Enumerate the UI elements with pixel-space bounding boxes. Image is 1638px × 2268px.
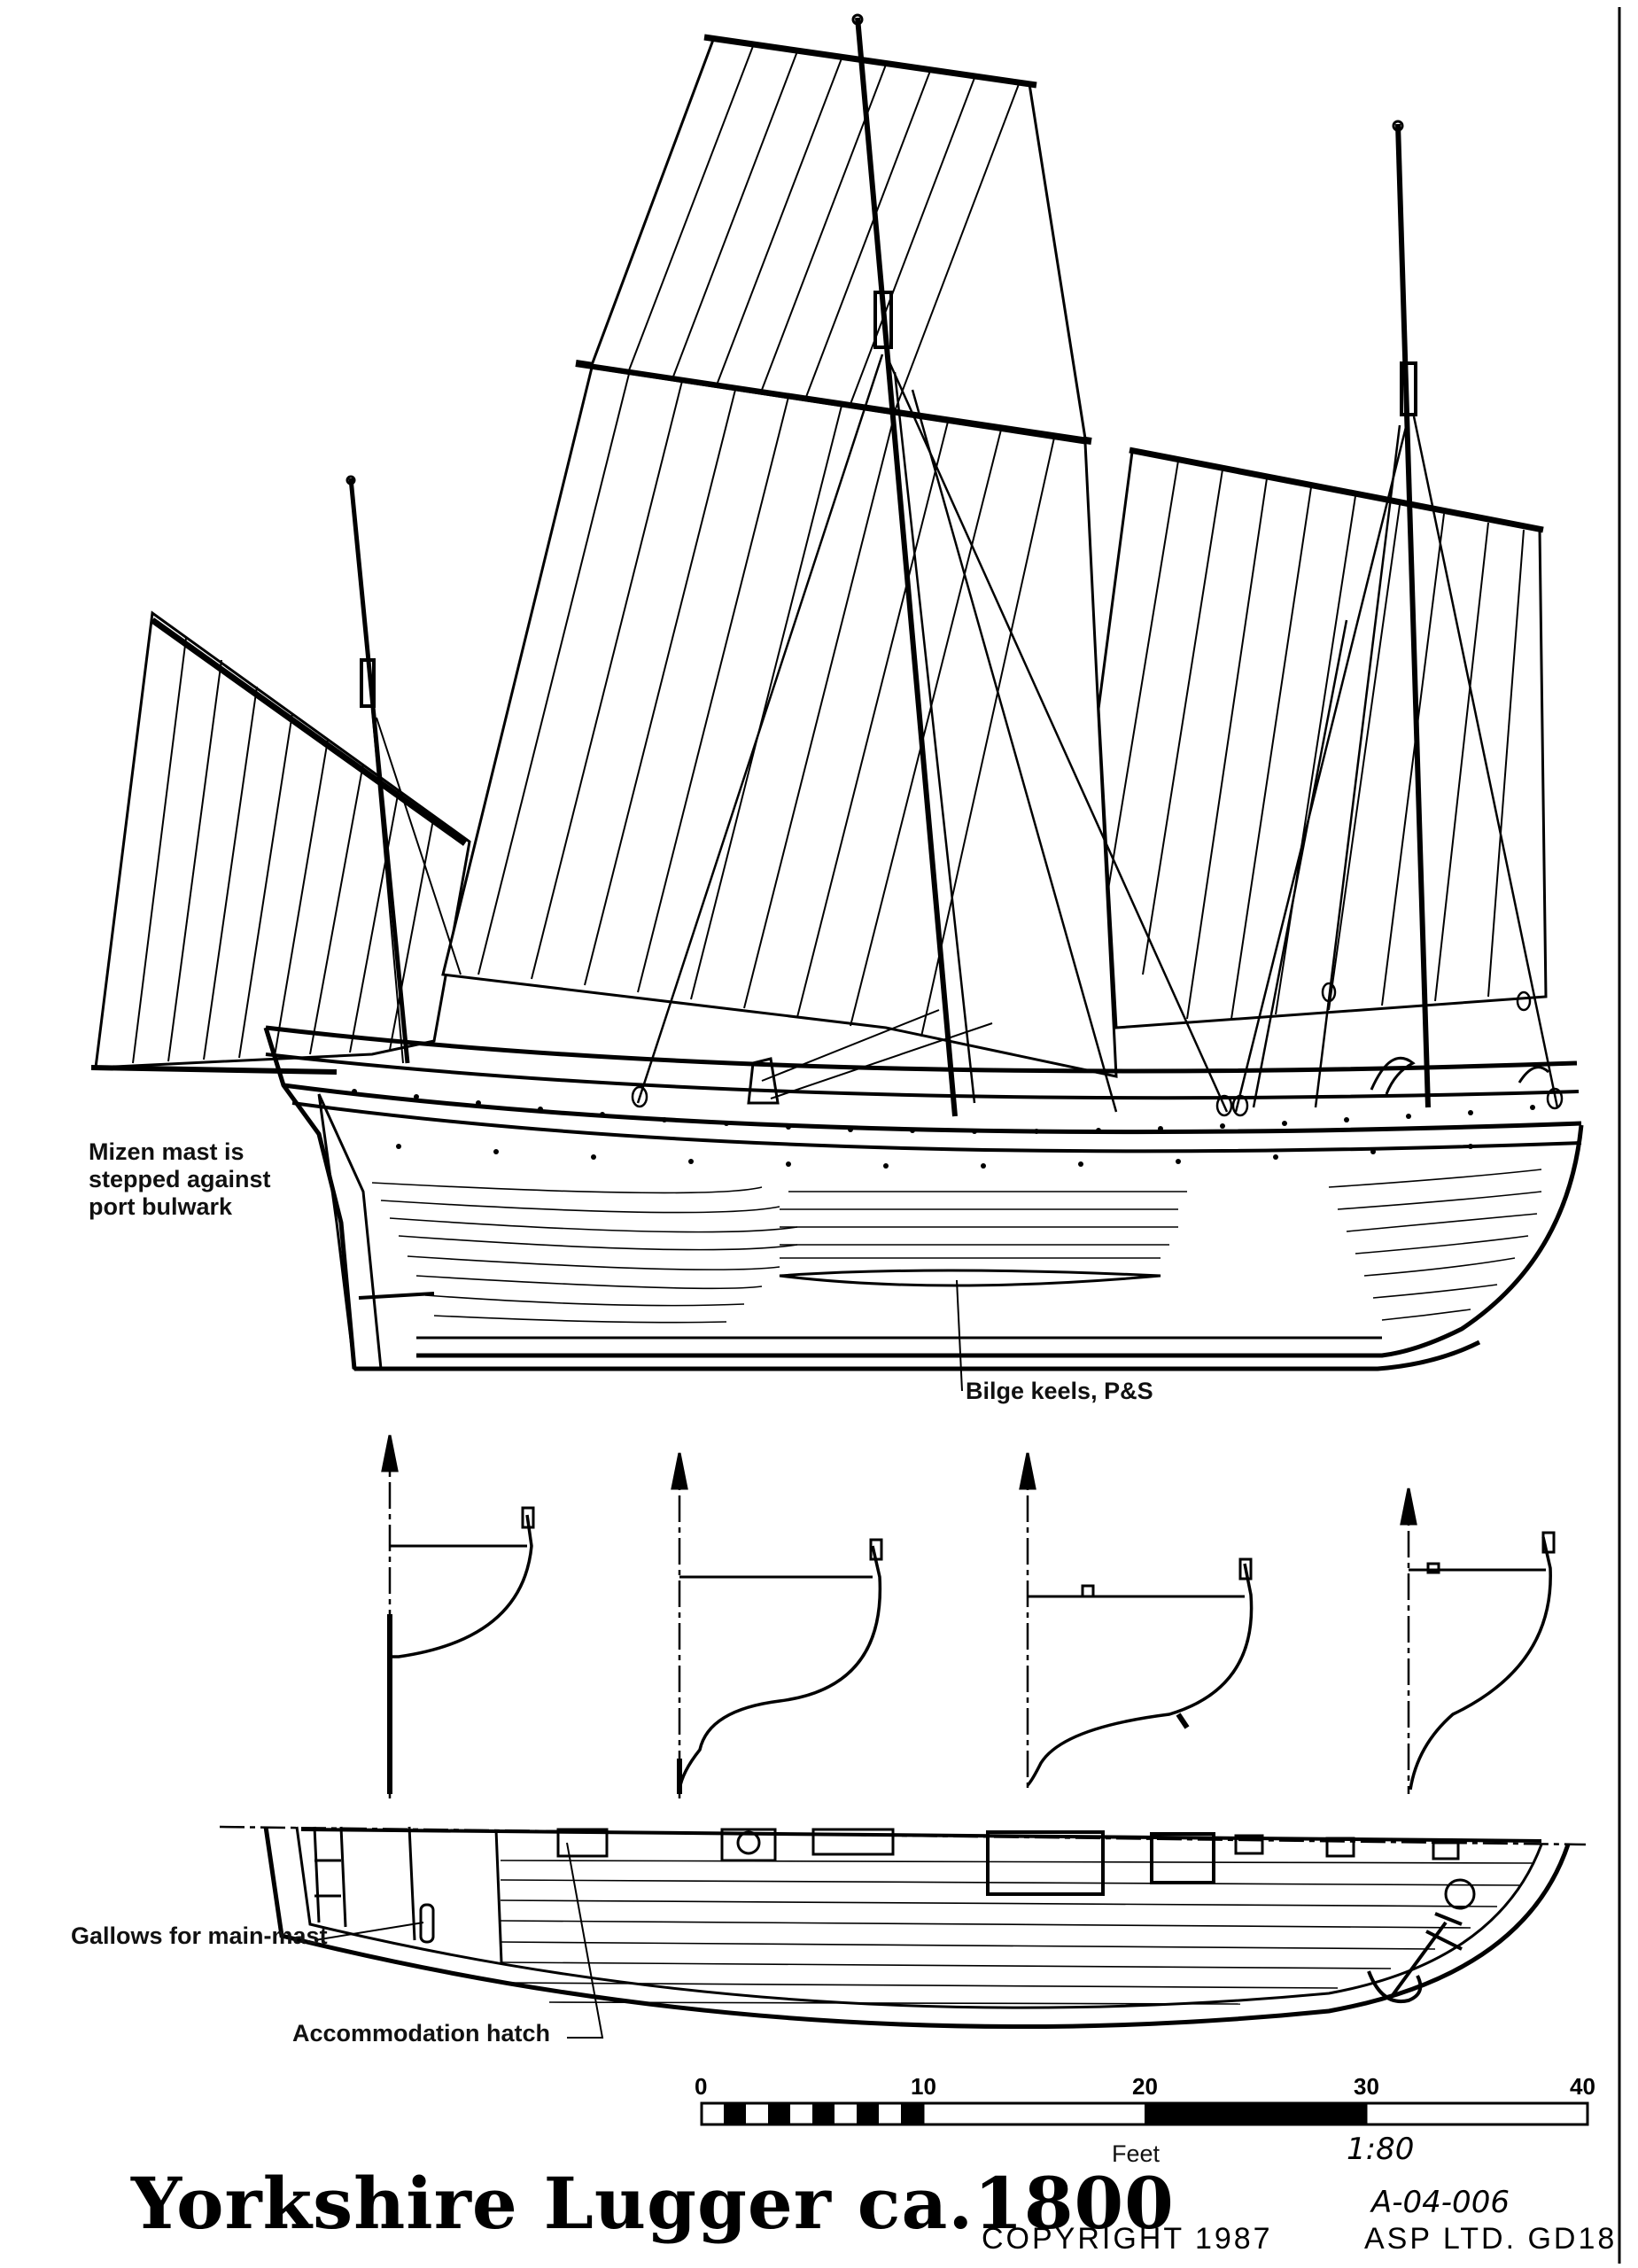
mizen-note: Mizen mast is stepped against port bulwa… <box>89 1138 271 1221</box>
drawing-title: Yorkshire Lugger ca.1800 <box>131 2162 1175 2245</box>
hatch-leader <box>566 1842 604 2039</box>
bilge-keel-label: Bilge keels, P&S <box>966 1378 1153 1404</box>
scale-tick-30: 30 <box>1354 2073 1379 2100</box>
main-lug-sail <box>441 360 1118 1078</box>
scale-bar <box>700 2101 1589 2126</box>
bilge-keel-leader <box>956 1279 963 1392</box>
copyright: COPYRIGHT 1987 <box>982 2222 1273 2256</box>
hull-planking <box>371 1169 1542 1324</box>
deck-plan <box>219 1825 1587 2030</box>
mizen-note-line: Mizen mast is <box>89 1138 245 1165</box>
anchor-icon <box>1367 1912 1463 2003</box>
publisher: ASP LTD. GD18 <box>1364 2222 1618 2256</box>
hull-sections <box>381 1434 1556 1798</box>
scale-tick-40: 40 <box>1570 2073 1595 2100</box>
scale-tick-20: 20 <box>1132 2073 1158 2100</box>
mizen-sail <box>90 610 471 1075</box>
scale-unit: Feet <box>1112 2140 1161 2167</box>
scale-ratio: 1:80 <box>1347 2132 1415 2167</box>
gallows-label: Gallows for main-mast <box>71 1922 328 1949</box>
masts-and-rigging <box>345 13 1564 1117</box>
fore-lug-sail <box>1097 447 1548 1029</box>
mizen-note-line: stepped against <box>89 1166 271 1193</box>
scale-tick-0: 0 <box>695 2073 708 2100</box>
hatch-label: Accommodation hatch <box>292 2020 551 2047</box>
hull-profile <box>263 1025 1584 1371</box>
gallows-leader <box>314 1922 424 1941</box>
scale-tick-10: 10 <box>911 2073 936 2100</box>
main-topsail <box>589 34 1087 440</box>
mizen-note-line: port bulwark <box>89 1193 233 1221</box>
drawing-number: A-04-006 <box>1371 2185 1510 2220</box>
